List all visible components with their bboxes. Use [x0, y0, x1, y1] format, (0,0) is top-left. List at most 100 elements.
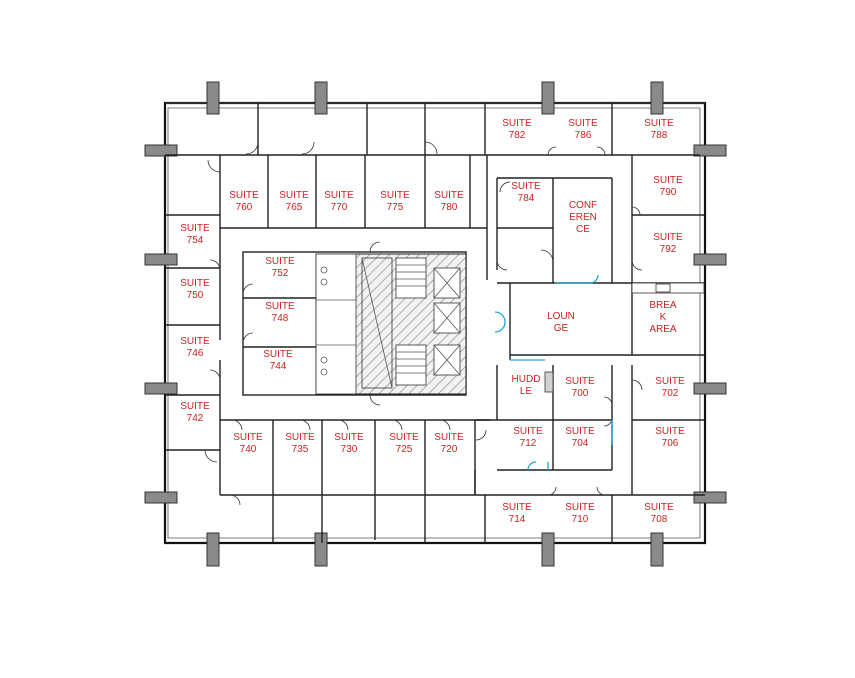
room-label-line: 750 [187, 290, 204, 301]
building-core [315, 253, 467, 395]
room-label-line: 725 [396, 444, 413, 455]
room-label-line: EREN [569, 212, 597, 223]
room-label-line: 730 [341, 444, 358, 455]
room-label-line: SUITE [265, 256, 295, 267]
room-label-line: 740 [240, 444, 257, 455]
room-label-line: 720 [441, 444, 458, 455]
room-label-line: 784 [518, 193, 535, 204]
room-label-line: AREA [649, 324, 677, 335]
room-label-line: SUITE [502, 502, 532, 513]
room-label-line: 708 [651, 514, 668, 525]
room-label-line: SUITE [389, 432, 419, 443]
room-label-line: SUITE [644, 502, 674, 513]
glass-partitions [494, 274, 613, 471]
room-label-line: 704 [572, 438, 589, 449]
break-counter [544, 282, 705, 393]
room-label-line: 746 [187, 348, 204, 359]
room-label-line: K [660, 312, 667, 323]
room-label-line: GE [554, 323, 569, 334]
room-label-line: SUITE [380, 190, 410, 201]
room-label-line: 765 [286, 202, 303, 213]
room-label-line: SUITE [180, 278, 210, 289]
room-label-line: 712 [520, 438, 537, 449]
room-label-line: SUITE [180, 223, 210, 234]
room-label-line: 714 [509, 514, 526, 525]
room-label-line: SUITE [655, 426, 685, 437]
room-label-line: SUITE [233, 432, 263, 443]
room-label-line: SUITE [653, 175, 683, 186]
room-label-line: 792 [660, 244, 677, 255]
elevator-shafts [433, 267, 461, 376]
room-label-line: CONF [569, 200, 597, 211]
room-label-line: SUITE [511, 181, 541, 192]
room-label-line: SUITE [434, 432, 464, 443]
room-label-line: SUITE [229, 190, 259, 201]
room-label-line: 700 [572, 388, 589, 399]
room-label-line: 748 [272, 313, 289, 324]
room-label-line: SUITE [285, 432, 315, 443]
room-label-line: 752 [272, 268, 289, 279]
interior-walls [165, 103, 705, 543]
room-label-line: SUITE [565, 502, 595, 513]
room-label-line: 790 [660, 187, 677, 198]
room-label-line: SUITE [263, 349, 293, 360]
room-label-line: SUITE [655, 376, 685, 387]
room-label-line: 742 [187, 413, 204, 424]
room-label-line: 775 [387, 202, 404, 213]
room-label-line: HUDD [512, 374, 541, 385]
room-label-line: 786 [575, 130, 592, 141]
room-label-line: SUITE [180, 336, 210, 347]
room-label-line: 735 [292, 444, 309, 455]
room-label-line: SUITE [265, 301, 295, 312]
room-label-line: 780 [441, 202, 458, 213]
room-label-line: SUITE [434, 190, 464, 201]
room-label-line: 710 [572, 514, 589, 525]
room-label-line: SUITE [565, 426, 595, 437]
room-label-line: 770 [331, 202, 348, 213]
room-label-line: 788 [651, 130, 668, 141]
room-label-line: 754 [187, 235, 204, 246]
room-label-line: 760 [236, 202, 253, 213]
room-label-line: 702 [662, 388, 679, 399]
room-label-line: CE [576, 224, 590, 235]
room-label-line: SUITE [324, 190, 354, 201]
room-label-line: 706 [662, 438, 679, 449]
room-label-line: SUITE [513, 426, 543, 437]
room-label-line: SUITE [565, 376, 595, 387]
room-label-line: SUITE [568, 118, 598, 129]
room-label-line: SUITE [180, 401, 210, 412]
room-label-line: LOUN [547, 311, 575, 322]
room-label-line: BREA [649, 300, 677, 311]
room-label-line: SUITE [279, 190, 309, 201]
